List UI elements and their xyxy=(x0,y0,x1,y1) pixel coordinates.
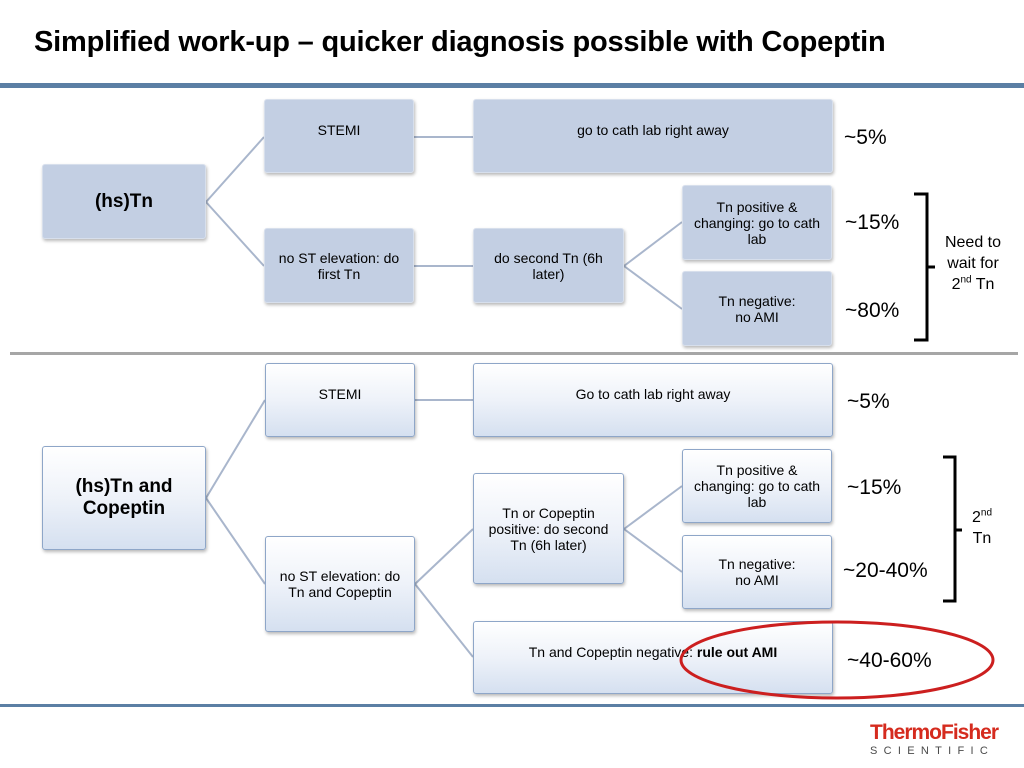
node-label: go to cath lab right away xyxy=(577,122,729,138)
note-number: 2 xyxy=(951,276,961,293)
bracket-top xyxy=(914,192,929,342)
connector xyxy=(414,528,474,585)
node-label: no ST elevation: do first Tn xyxy=(278,249,400,282)
node-hs-tn-copeptin: (hs)Tn and Copeptin xyxy=(42,446,206,550)
connector xyxy=(205,497,266,585)
connector xyxy=(623,528,683,573)
section-divider xyxy=(10,352,1018,355)
node-tn-negative-bottom: Tn negative: no AMI xyxy=(682,535,832,609)
rule-out-prefix: Tn and Copeptin negative: xyxy=(528,644,697,660)
node-no-st-top: no ST elevation: do first Tn xyxy=(264,228,414,303)
node-label-line2: no AMI xyxy=(735,308,779,325)
node-label: Tn or Copeptin positive: do second Tn (6… xyxy=(488,504,609,553)
node-tn-positive-top: Tn positive & changing: go to cath lab xyxy=(682,185,832,260)
node-rule-out: Tn and Copeptin negative: rule out AMI xyxy=(473,621,833,694)
note-line2: wait for xyxy=(947,255,999,272)
node-label-line1: Tn negative: xyxy=(718,292,796,309)
logo-wordmark: ThermoFisher xyxy=(870,721,999,744)
connector xyxy=(623,265,683,310)
pct-negative-bottom: ~20-40% xyxy=(843,559,928,582)
node-either-positive: Tn or Copeptin positive: do second Tn (6… xyxy=(473,473,624,584)
node-label: STEMI xyxy=(318,386,362,402)
node-stemi-bottom: STEMI xyxy=(265,363,415,437)
node-label: Tn positive & changing: go to cath lab xyxy=(693,198,821,247)
node-cath-lab-bottom: Go to cath lab right away xyxy=(473,363,833,437)
thermo-fisher-logo: ThermoFisher SCIENTIFIC xyxy=(870,721,1010,758)
pct-negative-top: ~80% xyxy=(845,299,900,322)
node-second-tn-top: do second Tn (6h later) xyxy=(473,228,624,303)
pct-ruleout: ~40-60% xyxy=(847,649,932,672)
connector xyxy=(205,136,265,203)
bracket-note-bottom: 2nd Tn xyxy=(962,507,1002,549)
rule-out-bold: rule out AMI xyxy=(696,644,778,660)
pct-positive-bottom: ~15% xyxy=(847,476,902,499)
connector xyxy=(623,221,683,267)
connector xyxy=(205,399,266,499)
node-label: (hs)Tn xyxy=(94,190,154,212)
connector xyxy=(205,201,265,267)
note-superscript: nd xyxy=(960,274,972,286)
logo-subtitle: SCIENTIFIC xyxy=(870,745,995,757)
footer-rule xyxy=(0,704,1024,707)
node-cath-lab-top: go to cath lab right away xyxy=(473,99,833,173)
connector xyxy=(414,583,474,658)
node-label: do second Tn (6h later) xyxy=(494,249,603,282)
node-label: Go to cath lab right away xyxy=(575,386,731,402)
node-hs-tn: (hs)Tn xyxy=(42,164,206,239)
page-title: Simplified work-up – quicker diagnosis p… xyxy=(34,26,886,58)
bracket-bottom xyxy=(943,455,957,603)
node-label: Tn positive & changing: go to cath lab xyxy=(693,462,821,510)
pct-positive-top: ~15% xyxy=(845,211,900,234)
node-stemi-top: STEMI xyxy=(264,99,414,173)
bracket-note-top: Need to wait for 2nd Tn xyxy=(934,232,1012,295)
header-rule xyxy=(0,83,1024,88)
node-tn-negative-top: Tn negative: no AMI xyxy=(682,271,832,346)
note-number: 2 xyxy=(971,509,981,526)
node-label: STEMI xyxy=(317,122,361,138)
node-label: no ST elevation: do Tn and Copeptin xyxy=(279,568,401,600)
node-no-st-bottom: no ST elevation: do Tn and Copeptin xyxy=(265,536,415,632)
note-end: Tn xyxy=(975,276,995,293)
note-line1: Need to xyxy=(944,234,1002,251)
connector xyxy=(623,485,683,530)
note-end: Tn xyxy=(972,530,992,547)
node-label-line2: no AMI xyxy=(735,572,779,588)
node-label: (hs)Tn and Copeptin xyxy=(75,476,173,519)
node-label: Tn and Copeptin negative: rule out AMI xyxy=(529,644,778,660)
pct-stemi-bottom: ~5% xyxy=(847,390,890,413)
pct-stemi-top: ~5% xyxy=(844,126,887,149)
node-label-line1: Tn negative: xyxy=(718,556,796,572)
node-tn-positive-bottom: Tn positive & changing: go to cath lab xyxy=(682,449,832,523)
note-superscript: nd xyxy=(980,507,993,519)
